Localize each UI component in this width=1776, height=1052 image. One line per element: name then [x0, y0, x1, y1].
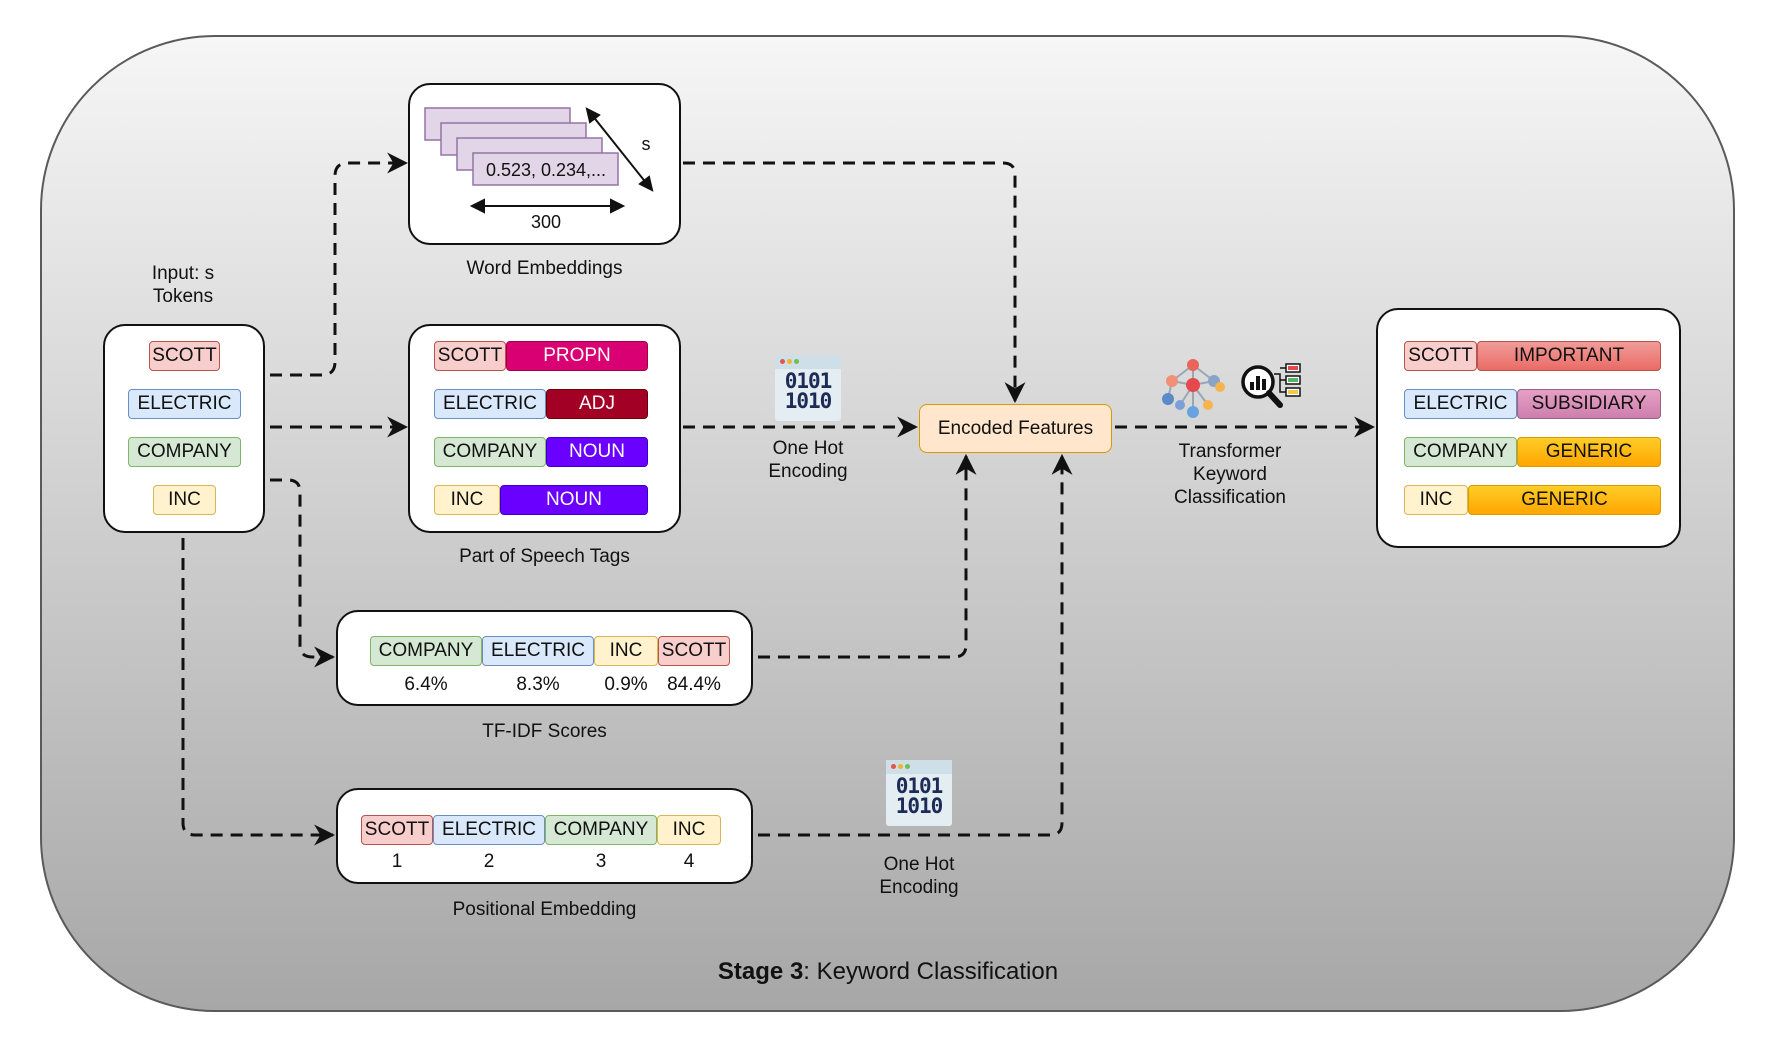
- positional-token: SCOTT: [361, 815, 433, 845]
- transformer-label: Transformer Keyword Classification: [1174, 441, 1286, 508]
- positional-token: ELECTRIC: [433, 815, 545, 845]
- tfidf-score: 8.3%: [516, 674, 560, 695]
- input-token: ELECTRIC: [128, 389, 241, 419]
- input-token: COMPANY: [128, 437, 241, 467]
- positional-index: 4: [683, 851, 695, 872]
- output-token: ELECTRIC: [1404, 389, 1517, 419]
- input-token: SCOTT: [149, 341, 220, 371]
- binary-code-icon: 0101 1010: [886, 760, 952, 826]
- stage-title-bold: Stage 3: [717, 958, 804, 985]
- pos-token: SCOTT: [434, 341, 506, 371]
- binary-code-icon: 0101 1010: [775, 355, 841, 421]
- output-class: GENERIC: [1517, 437, 1661, 467]
- embedding-stack-graphic: [424, 107, 654, 214]
- word-embeddings-caption: Word Embeddings: [466, 258, 623, 279]
- pos-token: INC: [434, 485, 500, 515]
- pos-tag: PROPN: [506, 341, 648, 371]
- pos-token: ELECTRIC: [434, 389, 546, 419]
- tfidf-token: SCOTT: [658, 636, 730, 666]
- positional-index: 2: [483, 851, 495, 872]
- output-class: GENERIC: [1468, 485, 1661, 515]
- pos-tag: ADJ: [546, 389, 648, 419]
- one-hot-label-lower: One Hot Encoding: [879, 854, 959, 898]
- tfidf-score: 84.4%: [667, 674, 721, 695]
- tfidf-token: COMPANY: [370, 636, 482, 666]
- embedding-vector-text: 0.523, 0.234,...: [485, 160, 607, 180]
- word-embeddings-box: 0.523, 0.234,... 300 s: [408, 83, 681, 245]
- pos-tag: NOUN: [546, 437, 648, 467]
- tfidf-token: INC: [594, 636, 658, 666]
- encoded-features-node: Encoded Features: [919, 404, 1112, 453]
- stage-title-rest: : Keyword Classification: [803, 958, 1059, 985]
- data-analysis-icon: [1241, 363, 1301, 408]
- positional-caption: Positional Embedding: [452, 899, 637, 920]
- tfidf-score: 6.4%: [404, 674, 448, 695]
- output-token: INC: [1404, 485, 1468, 515]
- one-hot-label-upper: One Hot Encoding: [768, 438, 848, 482]
- tfidf-box: COMPANY ELECTRIC INC SCOTT 6.4% 8.3% 0.9…: [336, 610, 753, 706]
- tfidf-token: ELECTRIC: [482, 636, 594, 666]
- pos-tag: NOUN: [500, 485, 648, 515]
- output-token: COMPANY: [1404, 437, 1517, 467]
- input-tokens-box: SCOTT ELECTRIC COMPANY INC: [103, 324, 265, 533]
- pos-tags-box: SCOTT PROPN ELECTRIC ADJ COMPANY NOUN IN…: [408, 324, 681, 533]
- positional-token: INC: [657, 815, 721, 845]
- input-token: INC: [153, 485, 216, 515]
- tfidf-score: 0.9%: [604, 674, 648, 695]
- pos-tags-caption: Part of Speech Tags: [459, 546, 630, 567]
- output-class: IMPORTANT: [1477, 341, 1661, 371]
- output-token: SCOTT: [1404, 341, 1477, 371]
- stage-title: Stage 3: Keyword Classification: [0, 958, 1776, 986]
- embedding-depth-label: s: [641, 134, 651, 154]
- tfidf-caption: TF-IDF Scores: [482, 721, 607, 742]
- positional-index: 1: [391, 851, 403, 872]
- input-caption: Input: s Tokens: [151, 263, 215, 307]
- positional-index: 3: [595, 851, 607, 872]
- output-classification-box: SCOTT IMPORTANT ELECTRIC SUBSIDIARY COMP…: [1376, 308, 1681, 548]
- neural-network-icon: [1162, 359, 1225, 418]
- pos-token: COMPANY: [434, 437, 546, 467]
- embedding-dim-label: 300: [530, 212, 562, 232]
- output-class: SUBSIDIARY: [1517, 389, 1661, 419]
- positional-box: SCOTT ELECTRIC COMPANY INC 1 2 3 4: [336, 788, 753, 884]
- positional-token: COMPANY: [545, 815, 657, 845]
